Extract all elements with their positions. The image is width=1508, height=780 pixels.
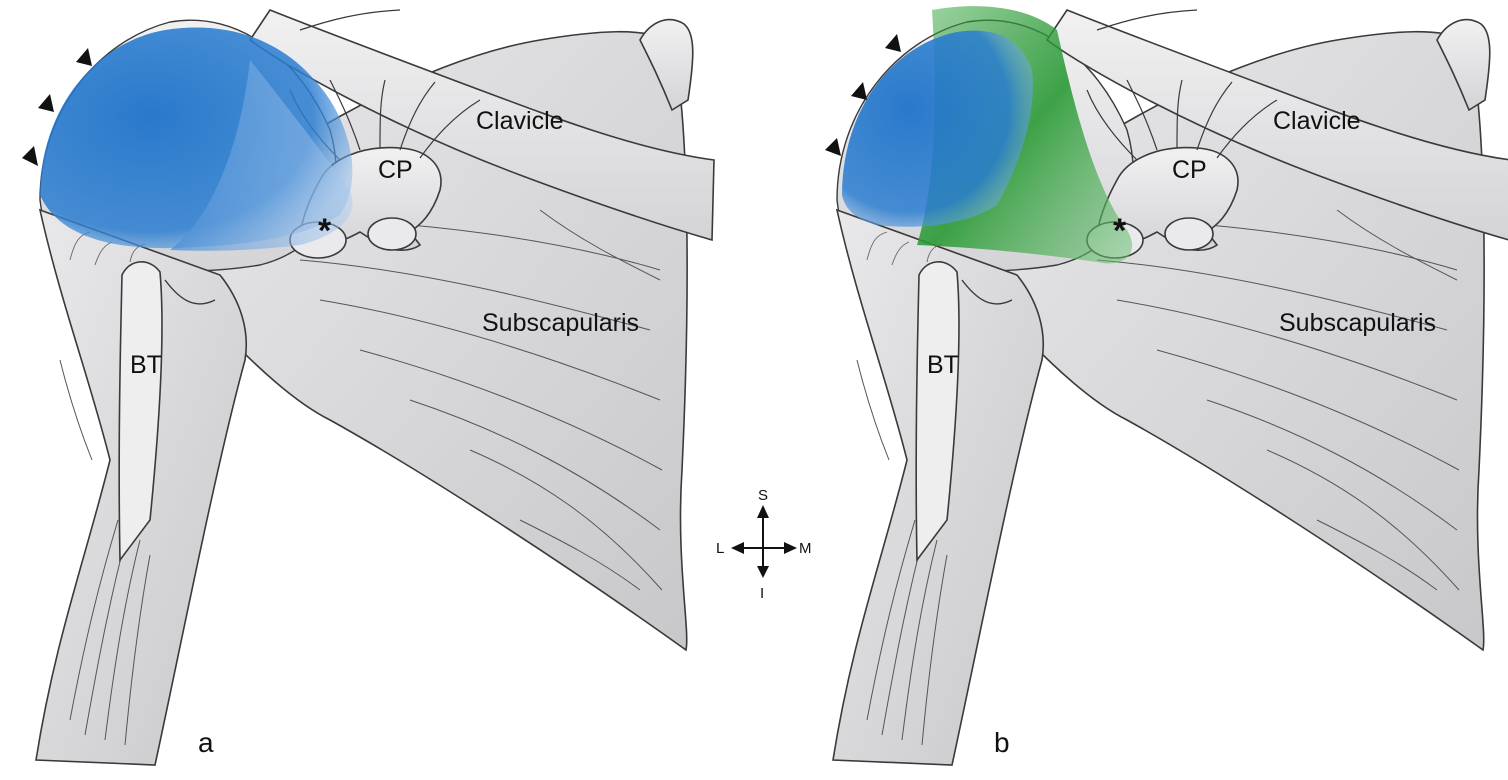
panel-a: Clavicle CP Subscapularis BT * a (22, 9, 715, 766)
asterisk-label: * (1113, 212, 1127, 250)
arrowhead-marks (825, 34, 901, 156)
panel-letter-a: a (198, 727, 214, 758)
orientation-compass: S I L M (716, 487, 812, 602)
bt-label: BT (927, 351, 959, 379)
arrow-left-icon (731, 542, 744, 554)
bt-label: BT (130, 351, 162, 379)
arrow-up-icon (757, 505, 769, 518)
cp-label: CP (378, 156, 413, 184)
subscapularis-label: Subscapularis (1279, 309, 1436, 337)
compass-inferior: I (760, 585, 764, 602)
blue-region (842, 30, 1033, 227)
compass-superior: S (758, 487, 768, 504)
cp-label: CP (1172, 156, 1207, 184)
blue-extension (170, 60, 353, 251)
panel-letter-b: b (994, 727, 1010, 758)
subscapularis-label: Subscapularis (482, 309, 639, 337)
compass-medial: M (799, 540, 812, 557)
arrowhead-marks (22, 48, 92, 166)
clavicle-label: Clavicle (476, 107, 564, 135)
panel-b: Clavicle CP Subscapularis BT * b (825, 6, 1508, 766)
arrow-right-icon (784, 542, 797, 554)
clavicle-label: Clavicle (1273, 107, 1361, 135)
compass-lateral: L (716, 540, 724, 557)
arrow-down-icon (757, 566, 769, 578)
asterisk-label: * (318, 212, 332, 250)
